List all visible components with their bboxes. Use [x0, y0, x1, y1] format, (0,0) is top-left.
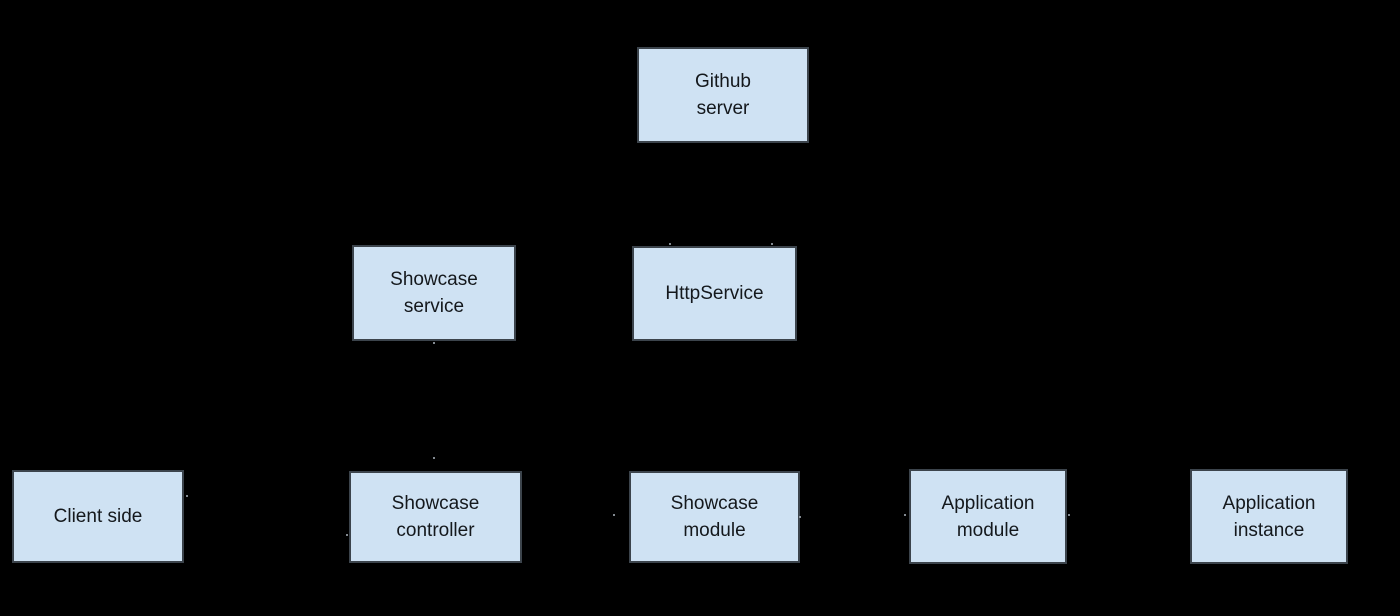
node-application-module: Application module [909, 469, 1067, 564]
node-application-instance-label: Application instance [1222, 492, 1316, 541]
arrow-endpoint-artifact [186, 495, 188, 497]
node-github-server: Github server [637, 47, 809, 143]
arrow-endpoint-artifact [613, 514, 615, 516]
arrow-endpoint-artifact [904, 514, 906, 516]
node-http-service-label: HttpService [665, 283, 764, 304]
arrow-endpoint-artifact [433, 342, 435, 344]
node-client-side: Client side [12, 470, 184, 563]
node-application-module-label: Application module [941, 492, 1035, 541]
node-showcase-module-label: Showcase module [670, 493, 759, 541]
arrow-endpoint-artifact [346, 534, 348, 536]
node-client-side-label: Client side [53, 506, 143, 527]
node-showcase-controller: Showcase controller [349, 471, 522, 563]
node-github-server-label: Github server [695, 71, 751, 119]
arrow-endpoint-artifact [669, 243, 671, 245]
node-showcase-controller-label: Showcase controller [391, 493, 480, 541]
arrow-endpoint-artifact [799, 516, 801, 518]
node-application-instance: Application instance [1190, 469, 1348, 564]
arrow-endpoint-artifact [1068, 514, 1070, 516]
arrow-endpoint-artifact [433, 457, 435, 459]
node-showcase-service: Showcase service [352, 245, 516, 341]
node-http-service: HttpService [632, 246, 797, 341]
node-showcase-module: Showcase module [629, 471, 800, 563]
arrow-endpoint-artifact [771, 243, 773, 245]
node-showcase-service-label: Showcase service [390, 269, 478, 317]
